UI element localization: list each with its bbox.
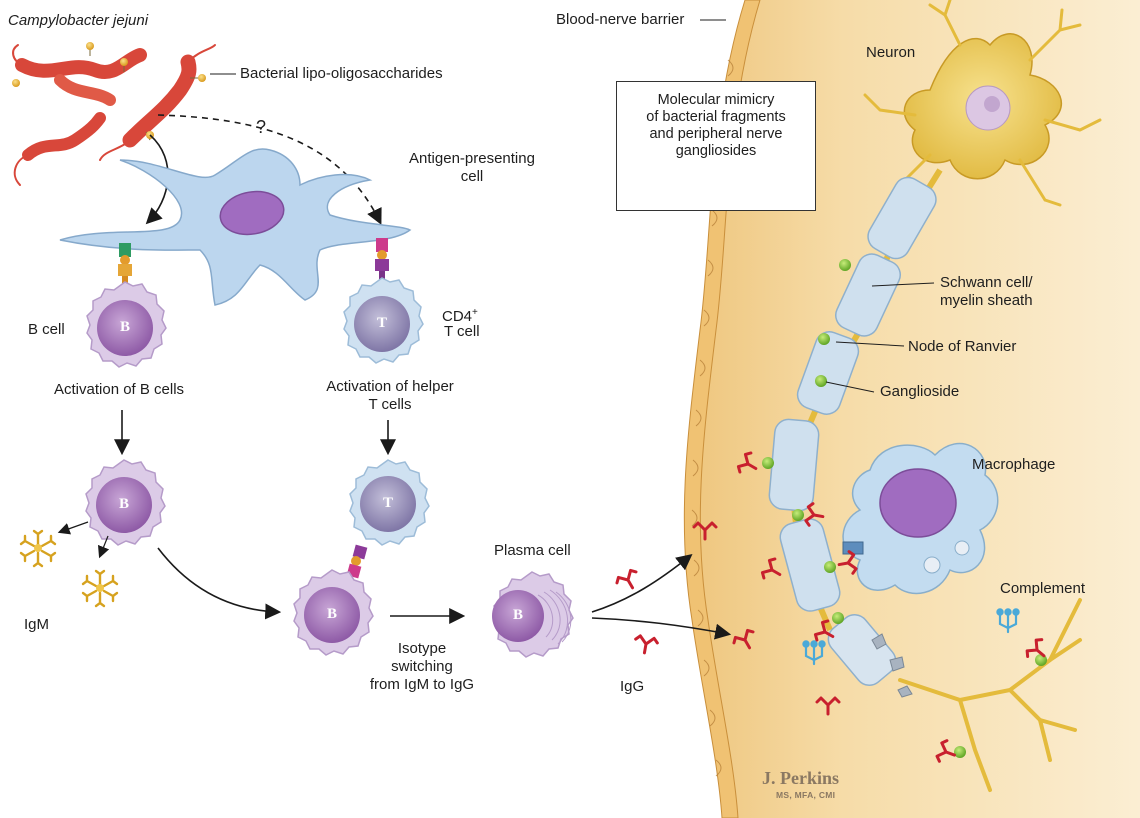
label-neuron: Neuron (866, 44, 916, 61)
label-isotype-line1: Isotype (397, 640, 447, 657)
label-complement: Complement (1000, 580, 1086, 597)
label-apc-line1: Antigen-presenting (409, 150, 535, 167)
label-cd4-text: CD4 (442, 308, 473, 325)
t-cell-middle (349, 459, 430, 546)
label-isotype-switching: Isotype switching from IgM to IgG (352, 640, 492, 694)
b-cell-top-letter: B (120, 319, 131, 335)
label-apc-line2: cell (460, 168, 484, 185)
label-cd4-line1: CD4+ (442, 304, 478, 326)
label-node-of-ranvier: Node of Ranvier (908, 338, 1017, 355)
label-schwann-cell: Schwann cell/ myelin sheath (940, 274, 1033, 310)
label-campylobacter: Campylobacter jejuni (8, 12, 149, 29)
b-cell-bottom-letter: B (327, 606, 338, 622)
legend-box: Molecular mimicry of bacterial fragments… (616, 81, 816, 211)
label-macrophage: Macrophage (972, 456, 1056, 473)
arrow-igm-left (57, 521, 89, 535)
myelinated-axon (768, 168, 1082, 792)
b-cell-bottom (293, 569, 374, 656)
arrow-igm-down (97, 535, 110, 559)
igm-molecules (19, 529, 119, 608)
label-question: ? (256, 117, 267, 137)
label-igm: IgM (24, 616, 50, 633)
label-activation-t-line1: Activation of helper (326, 378, 454, 395)
b-cell-middle (85, 459, 166, 546)
label-schwann-line2: myelin sheath (940, 292, 1033, 309)
label-cd4-line2: T cell (444, 323, 480, 340)
label-plasma-cell: Plasma cell (494, 542, 571, 559)
plasma-cell (492, 571, 574, 658)
bacteria (12, 44, 216, 186)
leader-lines (210, 19, 935, 393)
b-cell-top (86, 281, 167, 368)
t-cell-top-letter: T (377, 315, 388, 331)
t-cell-middle-letter: T (383, 495, 394, 511)
t-cell-top (343, 277, 424, 364)
macrophage (842, 442, 999, 595)
label-activation-t: Activation of helper T cells (300, 378, 480, 414)
nerve-gangliosides (762, 259, 1047, 758)
tcr-bcell-link (346, 544, 368, 579)
label-cd4-superscript: + (472, 307, 478, 318)
label-apc: Antigen-presenting cell (392, 150, 552, 186)
label-blood-nerve-barrier: Blood-nerve barrier (556, 11, 685, 28)
antigen-presenting-cell (59, 148, 412, 306)
arrow-bcell-to-switch (157, 547, 282, 620)
plasma-cell-letter: B (513, 607, 524, 623)
neuron (863, 0, 1102, 207)
b-cell-middle-letter: B (119, 496, 130, 512)
label-b-cell: B cell (28, 321, 65, 338)
signature-credentials: MS, MFA, CMI (776, 790, 836, 800)
label-activation-b: Activation of B cells (54, 381, 185, 398)
arrow-plasma-to-tissue-upper (591, 554, 693, 613)
legend-text: Molecular mimicry of bacterial fragments… (646, 92, 786, 159)
arrow-plasma-to-tissue-lower (591, 617, 732, 640)
label-ganglioside: Ganglioside (880, 383, 960, 400)
signature-name: J. Perkins (762, 768, 840, 788)
arrow-bacteria-to-tcell-dashed (157, 114, 382, 225)
label-activation-t-line2: T cells (368, 396, 412, 413)
label-igg: IgG (620, 678, 645, 695)
circulating-igg (613, 566, 660, 657)
label-lipo-oligosaccharides: Bacterial lipo-oligosaccharides (240, 65, 443, 82)
mhc-receptor-t (375, 238, 389, 281)
label-schwann-line1: Schwann cell/ (940, 274, 1033, 291)
label-isotype-line2: switching (391, 658, 453, 675)
label-isotype-line3: from IgM to IgG (369, 676, 475, 693)
